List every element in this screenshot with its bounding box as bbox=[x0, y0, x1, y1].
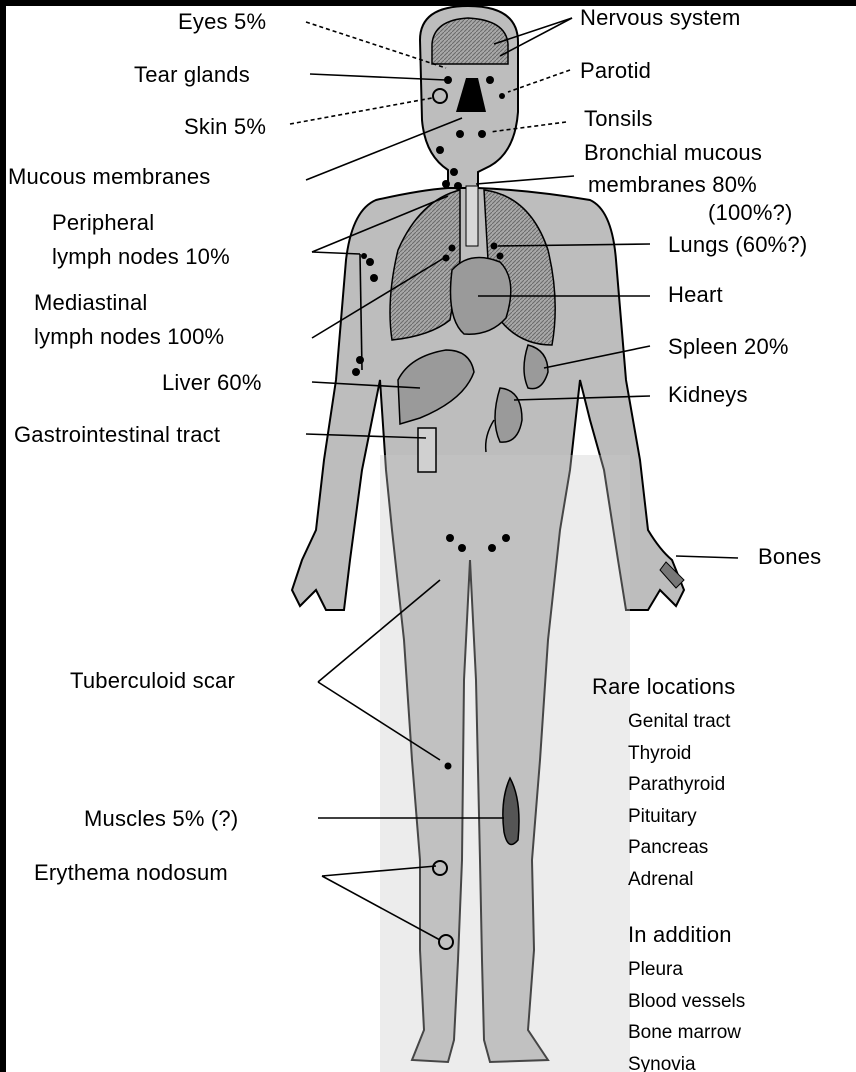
in-addition-list: Pleura Blood vessels Bone marrow Synovia bbox=[628, 954, 745, 1072]
list-item: Bone marrow bbox=[628, 1017, 745, 1049]
label-nervous-system: Nervous system bbox=[580, 5, 741, 31]
label-erythema-nodosum: Erythema nodosum bbox=[34, 860, 228, 886]
label-spleen: Spleen 20% bbox=[668, 334, 789, 360]
label-peripheral-line2: lymph nodes 10% bbox=[52, 244, 230, 270]
list-item: Synovia bbox=[628, 1049, 745, 1072]
list-item: Blood vessels bbox=[628, 986, 745, 1018]
list-item: Pleura bbox=[628, 954, 745, 986]
left-border bbox=[0, 0, 6, 1072]
label-lungs: Lungs (60%?) bbox=[668, 232, 807, 258]
in-addition-heading: In addition bbox=[628, 922, 732, 948]
label-mediastinal-line2: lymph nodes 100% bbox=[34, 324, 224, 350]
label-tuberculoid-scar: Tuberculoid scar bbox=[70, 668, 235, 694]
list-item: Parathyroid bbox=[628, 769, 730, 801]
list-item: Genital tract bbox=[628, 706, 730, 738]
rare-locations-list: Genital tract Thyroid Parathyroid Pituit… bbox=[628, 706, 730, 895]
label-liver: Liver 60% bbox=[162, 370, 262, 396]
label-peripheral-line1: Peripheral bbox=[52, 210, 154, 236]
list-item: Pituitary bbox=[628, 801, 730, 833]
label-heart: Heart bbox=[668, 282, 723, 308]
rare-locations-heading: Rare locations bbox=[592, 674, 735, 700]
label-muscles: Muscles 5% (?) bbox=[84, 806, 238, 832]
label-bones: Bones bbox=[758, 544, 821, 570]
label-bronchial-line3: (100%?) bbox=[708, 200, 793, 226]
label-bronchial-line2: membranes 80% bbox=[588, 172, 757, 198]
list-item: Adrenal bbox=[628, 864, 730, 896]
brain-organ bbox=[432, 18, 508, 64]
label-tonsils: Tonsils bbox=[584, 106, 653, 132]
gi-tract-organ bbox=[418, 428, 436, 472]
label-parotid: Parotid bbox=[580, 58, 651, 84]
label-gastrointestinal: Gastrointestinal tract bbox=[14, 422, 220, 448]
label-bronchial-line1: Bronchial mucous bbox=[584, 140, 762, 166]
list-item: Thyroid bbox=[628, 738, 730, 770]
label-tear-glands: Tear glands bbox=[134, 62, 250, 88]
label-kidneys: Kidneys bbox=[668, 382, 748, 408]
label-eyes: Eyes 5% bbox=[178, 9, 266, 35]
label-skin: Skin 5% bbox=[184, 114, 266, 140]
list-item: Pancreas bbox=[628, 832, 730, 864]
label-mediastinal-line1: Mediastinal bbox=[34, 290, 147, 316]
label-mucous-membranes: Mucous membranes bbox=[8, 164, 211, 190]
